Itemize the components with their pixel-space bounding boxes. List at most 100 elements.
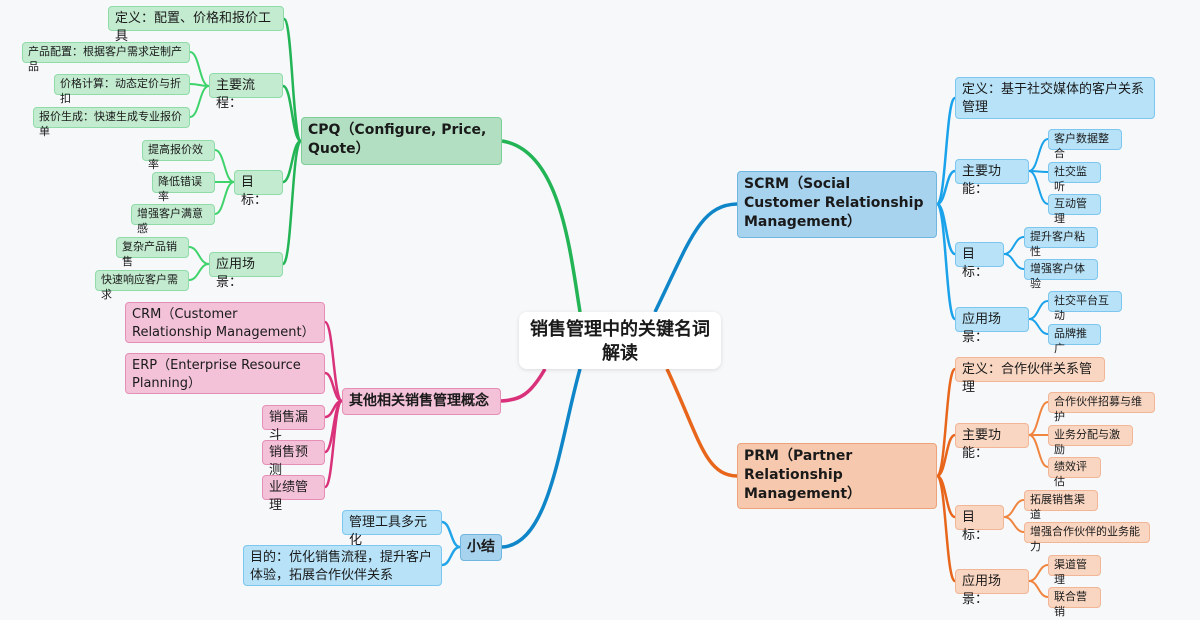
- cpq-topic[interactable]: CPQ（Configure, Price, Quote）: [301, 117, 502, 165]
- prm-function-item[interactable]: 合作伙伴招募与维护: [1048, 392, 1155, 423]
- link-goal-item: [214, 149, 235, 183]
- summary-item[interactable]: 目的：优化销售流程，提升客户体验，拓展合作伙伴关系: [243, 545, 442, 586]
- scrm-scenario-item[interactable]: 品牌推广: [1048, 324, 1101, 355]
- prm-function-item-text: 合作伙伴招募与维护: [1054, 395, 1142, 423]
- link-root-other: [500, 368, 547, 403]
- link-scrm-functions: [935, 169, 957, 206]
- scrm-topic[interactable]: SCRM（Social Customer Relationship Manage…: [737, 171, 937, 238]
- cpq-scenario-item-text: 快速响应客户需求: [101, 273, 178, 301]
- prm-function-item[interactable]: 业务分配与激励: [1048, 425, 1133, 456]
- link-scrm-goal-item: [1003, 253, 1025, 270]
- prm-goal-item[interactable]: 增强合作伙伴的业务能力: [1024, 522, 1150, 553]
- concept-item[interactable]: ERP（Enterprise Resource Planning）: [125, 353, 325, 394]
- link-scrm-definition: [935, 96, 957, 206]
- cpq-process-item[interactable]: 价格计算：动态定价与折扣: [54, 74, 190, 105]
- other-concepts-topic[interactable]: 其他相关销售管理概念: [342, 388, 501, 415]
- cpq-definition-text: 定义：配置、价格和报价工具: [115, 11, 272, 44]
- scrm-functions[interactable]: 主要功能：: [955, 159, 1029, 197]
- prm-scenario-item-text: 联合营销: [1054, 590, 1087, 618]
- scrm-goal-item[interactable]: 增强客户体验: [1024, 259, 1098, 290]
- scrm-functions-label: 主要功能：: [962, 164, 1002, 197]
- prm-function-item[interactable]: 绩效评估: [1048, 457, 1101, 488]
- summary-item-text: 管理工具多元化: [349, 515, 428, 548]
- link-summary-item: [440, 520, 462, 549]
- prm-scenarios[interactable]: 应用场景：: [955, 569, 1029, 607]
- cpq-goal-item[interactable]: 降低错误率: [152, 172, 215, 203]
- cpq-goals-label: 目标：: [241, 175, 268, 208]
- concept-item[interactable]: 业绩管理: [262, 475, 325, 513]
- scrm-goals-label: 目标：: [962, 247, 989, 280]
- prm-goal-item-text: 拓展销售渠道: [1030, 493, 1085, 521]
- link-scrm-scenarios: [935, 202, 957, 321]
- cpq-goal-item-text: 增强客户满意感: [137, 207, 203, 235]
- prm-functions-label: 主要功能：: [962, 428, 1002, 461]
- scrm-scenarios[interactable]: 应用场景：: [955, 307, 1029, 345]
- prm-function-item-text: 业务分配与激励: [1054, 428, 1120, 456]
- link-scrm-function-item: [1028, 170, 1049, 205]
- link-prm-goal-item: [1003, 516, 1025, 533]
- cpq-goal-item-text: 降低错误率: [158, 175, 202, 203]
- cpq-process-item[interactable]: 报价生成：快速生成专业报价单: [33, 107, 190, 138]
- link-concept-item: [323, 399, 344, 489]
- cpq-process-item-text: 报价生成：快速生成专业报价单: [39, 110, 182, 138]
- scrm-function-item-text: 互动管理: [1054, 197, 1087, 225]
- concept-item-text: 业绩管理: [269, 480, 309, 513]
- prm-goals-label: 目标：: [962, 510, 989, 543]
- prm-goals[interactable]: 目标：: [955, 505, 1004, 543]
- prm-scenario-item[interactable]: 联合营销: [1048, 587, 1101, 618]
- prm-goal-item[interactable]: 拓展销售渠道: [1024, 490, 1098, 521]
- scrm-scenario-item[interactable]: 社交平台互动: [1048, 291, 1122, 322]
- scrm-function-item[interactable]: 社交监听: [1048, 162, 1101, 193]
- cpq-definition[interactable]: 定义：配置、价格和报价工具: [108, 6, 284, 44]
- prm-functions[interactable]: 主要功能：: [955, 423, 1029, 461]
- scrm-function-item[interactable]: 客户数据整合: [1048, 129, 1122, 160]
- prm-definition[interactable]: 定义：合作伙伴关系管理: [955, 357, 1105, 395]
- concept-item-text: 销售漏斗: [269, 410, 309, 443]
- cpq-goal-item[interactable]: 增强客户满意感: [131, 204, 215, 235]
- summary-topic[interactable]: 小结: [460, 534, 502, 561]
- scrm-function-item-text: 社交监听: [1054, 165, 1087, 193]
- summary-item[interactable]: 管理工具多元化: [342, 510, 442, 548]
- scrm-function-item[interactable]: 互动管理: [1048, 194, 1101, 225]
- scrm-goals[interactable]: 目标：: [955, 242, 1004, 280]
- link-prm-goal-item: [1003, 499, 1025, 518]
- prm-topic[interactable]: PRM（Partner Relationship Management）: [737, 443, 937, 509]
- link-prm-function-item: [1028, 434, 1049, 468]
- link-cpq-definition: [282, 17, 303, 143]
- other-concepts-title: 其他相关销售管理概念: [349, 393, 489, 409]
- link-prm-functions: [935, 433, 957, 478]
- cpq-scenarios[interactable]: 应用场景：: [209, 252, 283, 290]
- scrm-function-item-text: 客户数据整合: [1054, 132, 1109, 160]
- prm-scenario-item[interactable]: 渠道管理: [1048, 555, 1101, 586]
- link-scrm-goal-item: [1003, 236, 1025, 255]
- concept-item[interactable]: 销售预测: [262, 440, 325, 478]
- link-summary-item: [440, 545, 462, 567]
- root-topic[interactable]: 销售管理中的关键名词解读: [519, 312, 721, 369]
- cpq-process-item-text: 价格计算：动态定价与折扣: [60, 77, 181, 105]
- cpq-scenarios-label: 应用场景：: [216, 257, 256, 290]
- link-root-summary: [501, 368, 582, 549]
- link-scrm-function-item: [1028, 138, 1049, 172]
- cpq-process-item[interactable]: 产品配置：根据客户需求定制产品: [22, 42, 190, 73]
- prm-scenario-item-text: 渠道管理: [1054, 558, 1087, 586]
- cpq-scenario-item[interactable]: 复杂产品销售: [116, 237, 189, 268]
- cpq-goals[interactable]: 目标：: [234, 170, 283, 208]
- cpq-process[interactable]: 主要流程：: [209, 73, 283, 111]
- concept-item[interactable]: CRM（Customer Relationship Management）: [125, 302, 325, 343]
- prm-scenarios-label: 应用场景：: [962, 574, 1002, 607]
- scrm-goal-item[interactable]: 提升客户粘性: [1024, 227, 1098, 258]
- scrm-scenarios-label: 应用场景：: [962, 312, 1002, 345]
- concept-item-text: 销售预测: [269, 445, 309, 478]
- link-root-cpq: [501, 139, 582, 313]
- link-prm-scenario-item: [1028, 580, 1049, 598]
- scrm-definition-text: 定义：基于社交媒体的客户关系管理: [962, 82, 1145, 115]
- scrm-goal-item-text: 提升客户粘性: [1030, 230, 1085, 258]
- prm-definition-text: 定义：合作伙伴关系管理: [962, 362, 1093, 395]
- link-root-scrm: [653, 202, 738, 313]
- cpq-process-item-text: 产品配置：根据客户需求定制产品: [28, 45, 182, 73]
- link-cpq-process: [281, 84, 303, 143]
- cpq-scenario-item[interactable]: 快速响应客户需求: [95, 270, 189, 301]
- cpq-goal-item[interactable]: 提高报价效率: [142, 140, 215, 171]
- scrm-definition[interactable]: 定义：基于社交媒体的客户关系管理: [955, 77, 1155, 119]
- concept-item[interactable]: 销售漏斗: [262, 405, 325, 443]
